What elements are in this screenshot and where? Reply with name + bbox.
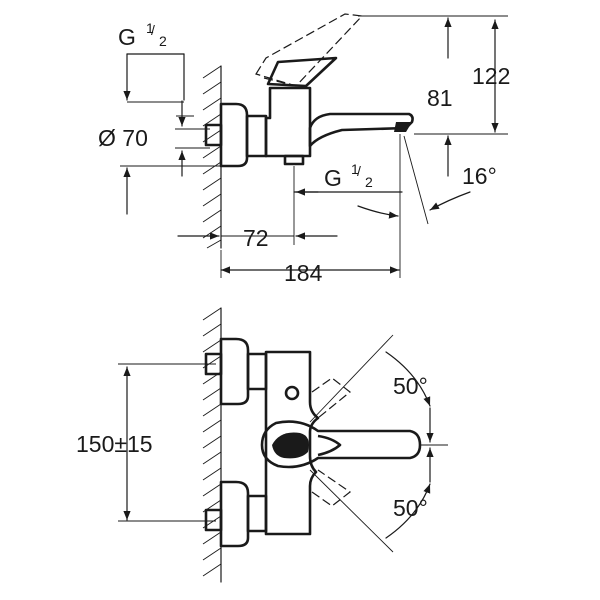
lever-neck <box>317 434 342 457</box>
plan-view: 150±15 50° 50° <box>76 307 448 583</box>
svg-text:G: G <box>324 165 342 191</box>
svg-text:G: G <box>118 24 136 50</box>
length-184-label: 184 <box>284 260 323 286</box>
angle-16-label: 16° <box>462 163 497 189</box>
thread-label-top: G 1 / 2 <box>118 20 167 50</box>
svg-text:1: 1 <box>146 20 154 36</box>
cartridge-cap <box>272 432 309 459</box>
mixer-body <box>264 86 312 158</box>
spout <box>308 112 414 148</box>
plan-lever <box>260 420 422 469</box>
height-81-label: 81 <box>427 85 453 111</box>
diverter-knob <box>283 154 305 166</box>
upper-escutcheon <box>219 337 250 406</box>
svg-text:1: 1 <box>351 161 359 177</box>
connection-nut <box>245 114 268 158</box>
offset-72-label: 72 <box>243 225 269 251</box>
lower-nut <box>246 494 268 533</box>
wall-hatch-top <box>202 65 222 249</box>
thread-label-bottom: G 1 / 2 <box>324 161 373 191</box>
svg-text:2: 2 <box>365 174 373 190</box>
svg-text:/: / <box>357 163 361 179</box>
diameter-label: Ø 70 <box>98 125 148 151</box>
svg-text:/: / <box>151 22 155 38</box>
plan-body <box>264 350 320 536</box>
wall-hatch-bottom <box>202 307 222 583</box>
lever-swing-down <box>311 469 352 507</box>
spacing-label: 150±15 <box>76 431 153 457</box>
lever-swing-up <box>311 377 351 419</box>
diverter-button <box>284 385 300 401</box>
height-122-label: 122 <box>472 63 510 89</box>
angle-50-down-label: 50° <box>393 495 428 521</box>
escutcheon <box>219 102 249 168</box>
side-view: G 1 / 2 Ø 70 81 122 16° G 1 <box>98 13 510 286</box>
svg-text:2: 2 <box>159 33 167 49</box>
lower-wall-fitting <box>204 508 223 532</box>
aerator <box>394 122 412 132</box>
angle-50-up-label: 50° <box>393 373 428 399</box>
upper-nut <box>246 352 268 391</box>
lower-escutcheon <box>219 480 250 548</box>
